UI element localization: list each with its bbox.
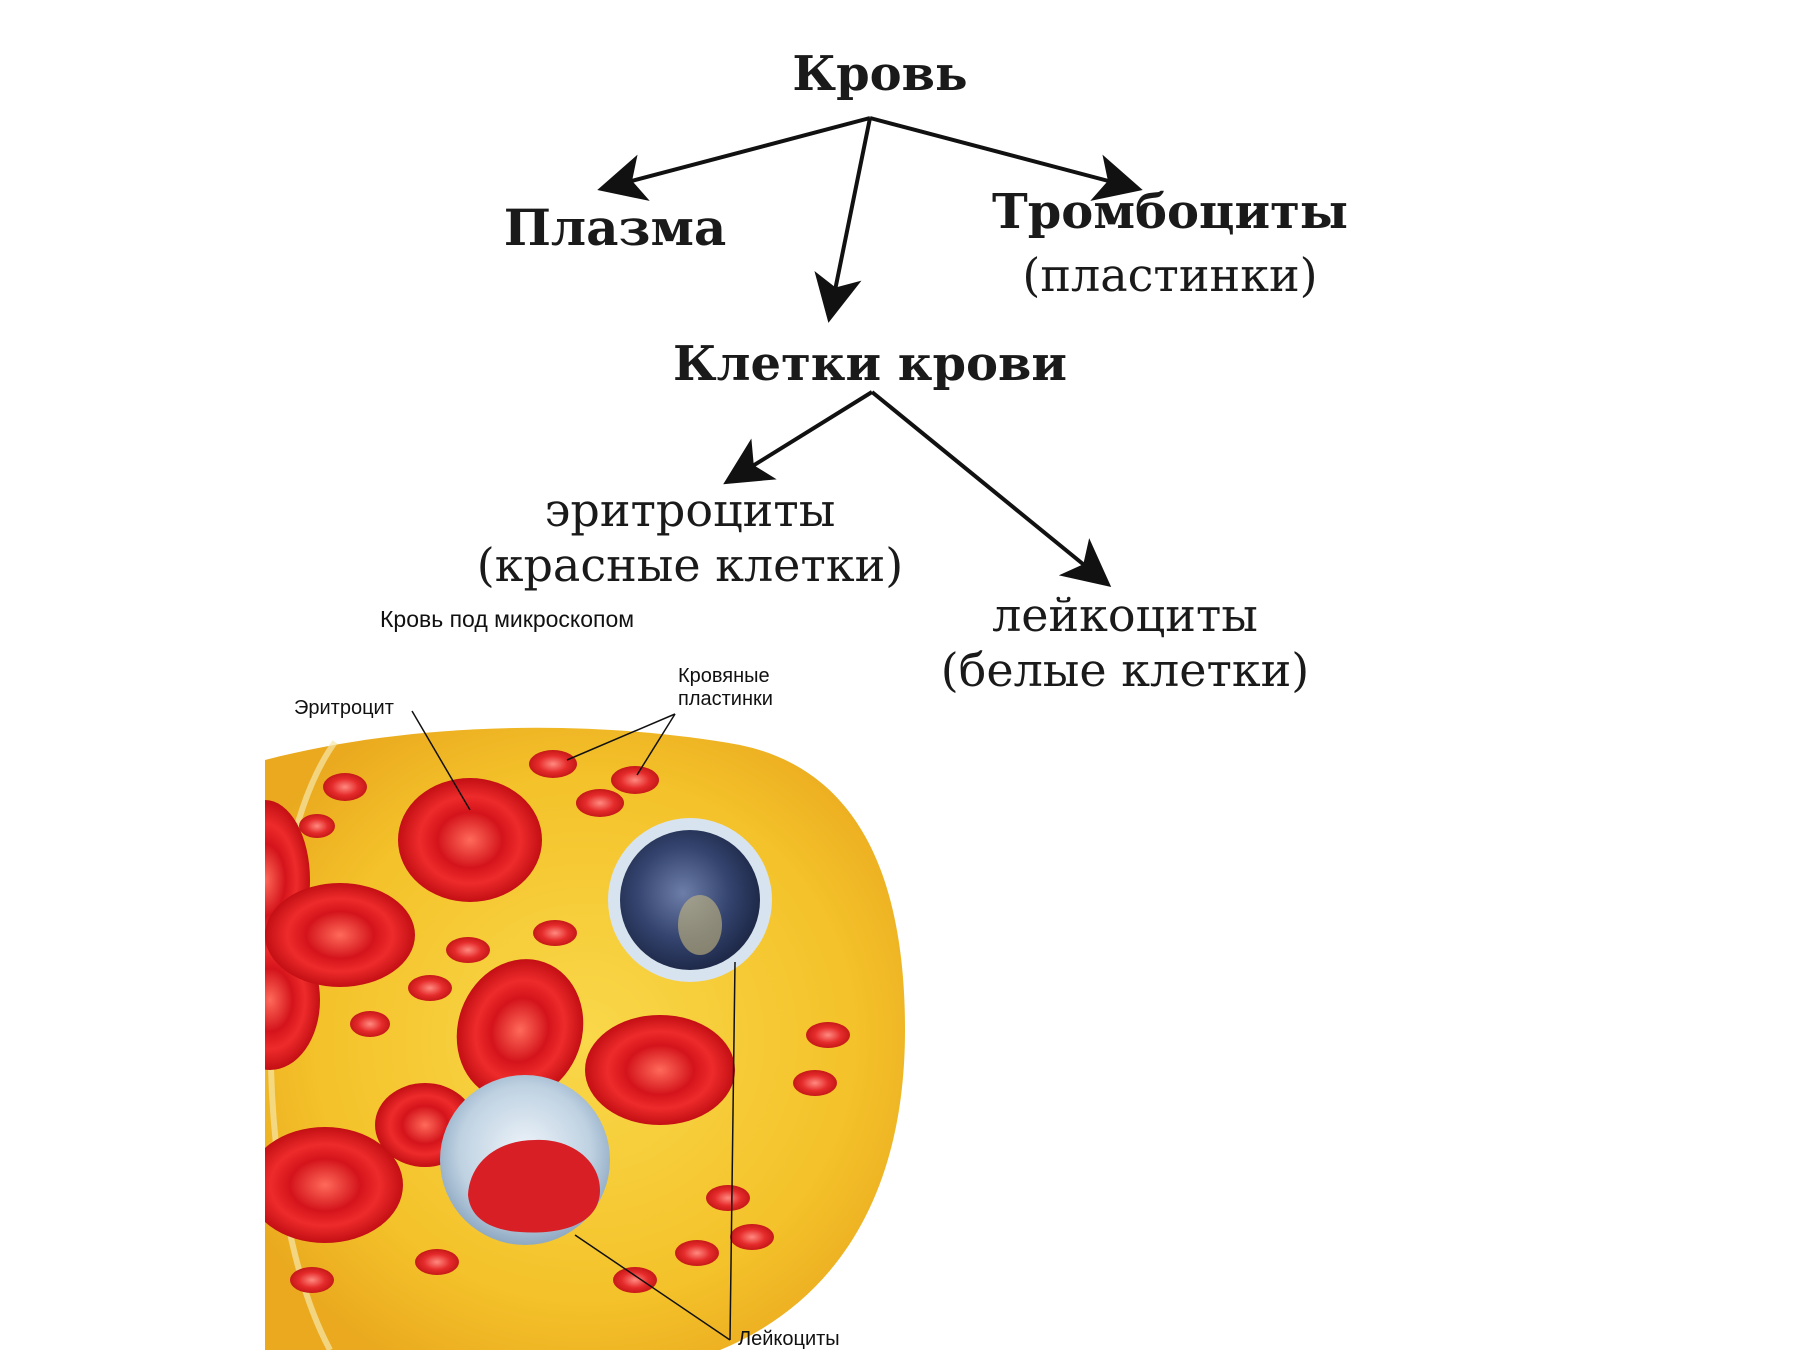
platelet	[446, 937, 490, 963]
node-blood-cells: Клетки крови	[673, 336, 1067, 392]
node-blood: Кровь	[792, 46, 968, 102]
node-platelets-subtitle: (пластинки)	[1022, 248, 1318, 302]
arrow-blood-to-plasma	[597, 116, 871, 201]
node-erythrocytes-subtitle: (красные клетки)	[476, 538, 904, 592]
platelet	[576, 789, 624, 817]
leader-platelets-2	[636, 713, 676, 776]
leader-erythrocyte	[411, 710, 471, 811]
white-blood-cell-nucleus	[468, 1139, 600, 1233]
platelet	[613, 1267, 657, 1293]
red-blood-cell	[265, 883, 415, 987]
label-leukocytes: Лейкоциты	[738, 1328, 840, 1350]
platelet	[529, 750, 577, 778]
arrow-cells-to-erythrocytes	[723, 390, 874, 485]
platelet	[533, 920, 577, 946]
illustration-caption: Кровь под микроскопом	[380, 606, 635, 632]
leader-leukocytes-1	[729, 961, 736, 1341]
node-platelets: Тромбоциты	[992, 184, 1348, 240]
platelet	[730, 1224, 774, 1250]
platelet	[408, 975, 452, 1001]
node-erythrocytes: эритроциты	[544, 483, 836, 537]
platelet	[806, 1022, 850, 1048]
platelet	[299, 814, 335, 838]
leader-leukocytes-2	[574, 1234, 731, 1341]
platelet	[350, 1011, 390, 1037]
node-leukocytes-subtitle: (белые клетки)	[940, 643, 1310, 697]
leader-platelets-1	[566, 713, 676, 761]
red-blood-cell	[456, 959, 584, 1101]
label-erythrocyte: Эритроцит	[294, 697, 394, 719]
node-plasma: Плазма	[503, 198, 727, 257]
platelet	[611, 766, 659, 794]
red-blood-cell	[398, 778, 542, 902]
platelet	[323, 773, 367, 801]
red-blood-cell	[265, 1127, 403, 1243]
label-platelets-line2: пластинки	[678, 688, 773, 710]
arrow-cells-to-leukocytes	[870, 390, 1112, 588]
label-platelets: Кровяные пластинки	[678, 665, 773, 711]
arrow-blood-to-cells	[814, 117, 872, 323]
platelet	[415, 1249, 459, 1275]
platelet	[675, 1240, 719, 1266]
platelet	[706, 1185, 750, 1211]
arrow-blood-to-platelets	[869, 116, 1143, 201]
node-leukocytes: лейкоциты	[992, 588, 1258, 642]
platelet	[793, 1070, 837, 1096]
platelet	[290, 1267, 334, 1293]
red-blood-cell	[585, 1015, 735, 1125]
label-platelets-line1: Кровяные	[678, 665, 770, 687]
